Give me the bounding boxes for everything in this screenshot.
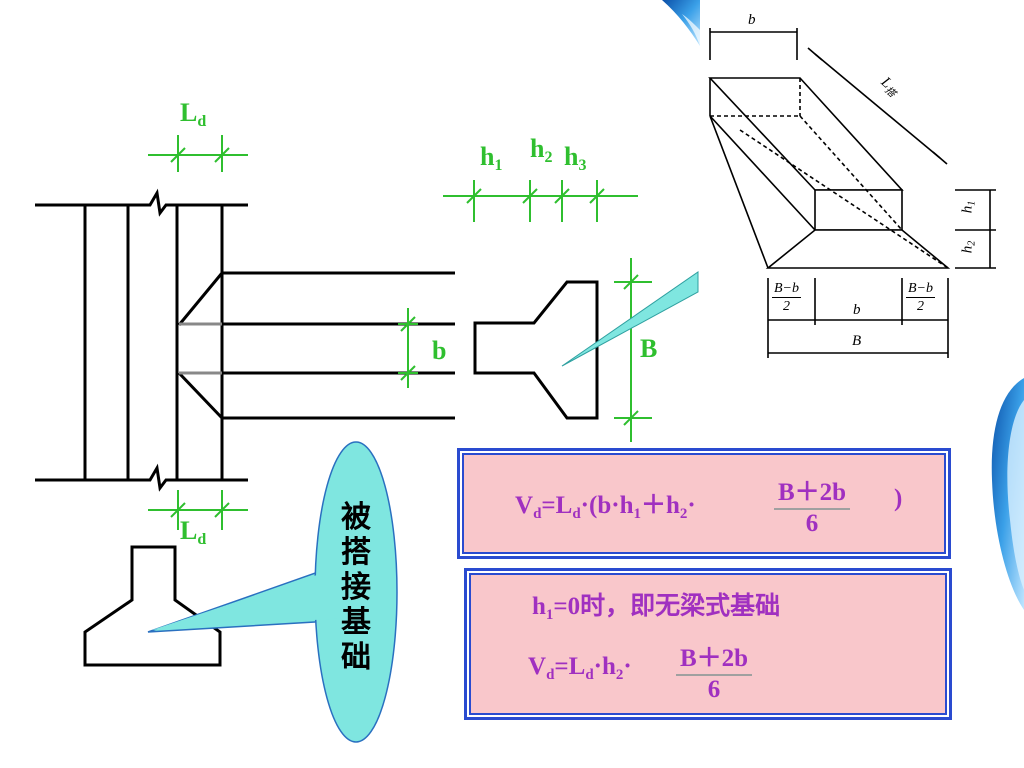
formula-2-line2: Vd=Ld·h2· (528, 653, 632, 683)
formula-2-fraction: B＋2b 6 (676, 638, 753, 704)
column-plan (35, 188, 455, 492)
callout-char: 础 (341, 640, 371, 675)
formula-2-denominator: 6 (707, 676, 721, 703)
formula-1-text: Vd=Ld·(b·h1＋h2· (515, 492, 696, 522)
iso-label-h1: h1 (959, 200, 978, 214)
iso-label-b-top: b (748, 12, 756, 28)
formula-1-denominator: 6 (805, 510, 819, 537)
label-h1: h1 (480, 142, 503, 174)
beam-gray-lines (179, 322, 222, 375)
callout-char: 被 (341, 500, 371, 535)
formula-1-numerator: B＋2b (774, 472, 851, 510)
formula-1-suffix: ) (894, 485, 903, 512)
label-B: B (640, 334, 658, 363)
iso-label-b-bottom: b (853, 302, 861, 318)
pointer-wedge (561, 271, 699, 367)
footing-section-right (473, 280, 599, 420)
label-ld-bottom: Ld (180, 516, 207, 548)
callout-char: 搭 (341, 535, 371, 570)
iso-label-B-bottom: B (852, 333, 862, 349)
formula-2-numerator: B＋2b (676, 638, 753, 676)
footing-section-left (83, 545, 222, 667)
formula-box-1 (457, 448, 951, 559)
callout-char: 基 (341, 605, 371, 640)
decor-swoosh-top (662, 0, 700, 46)
formula-box-2 (464, 568, 952, 720)
formula-2-line1: h1=0时，即无梁式基础 (532, 593, 781, 623)
callout-bubble (147, 441, 398, 743)
label-b: b (432, 336, 447, 365)
label-h3: h3 (564, 142, 587, 174)
callout-char: 接 (341, 570, 371, 605)
callout-text: 被 搭 接 基 础 (336, 500, 376, 675)
label-ld-top: Ld (180, 98, 207, 130)
iso-footing (708, 28, 996, 358)
decor-swoosh-right (991, 378, 1024, 610)
formula-1-fraction: B＋2b 6 (774, 472, 851, 538)
iso-label-h2: h2 (959, 240, 978, 254)
label-h2: h2 (530, 134, 553, 166)
dimension-lines (148, 135, 652, 530)
